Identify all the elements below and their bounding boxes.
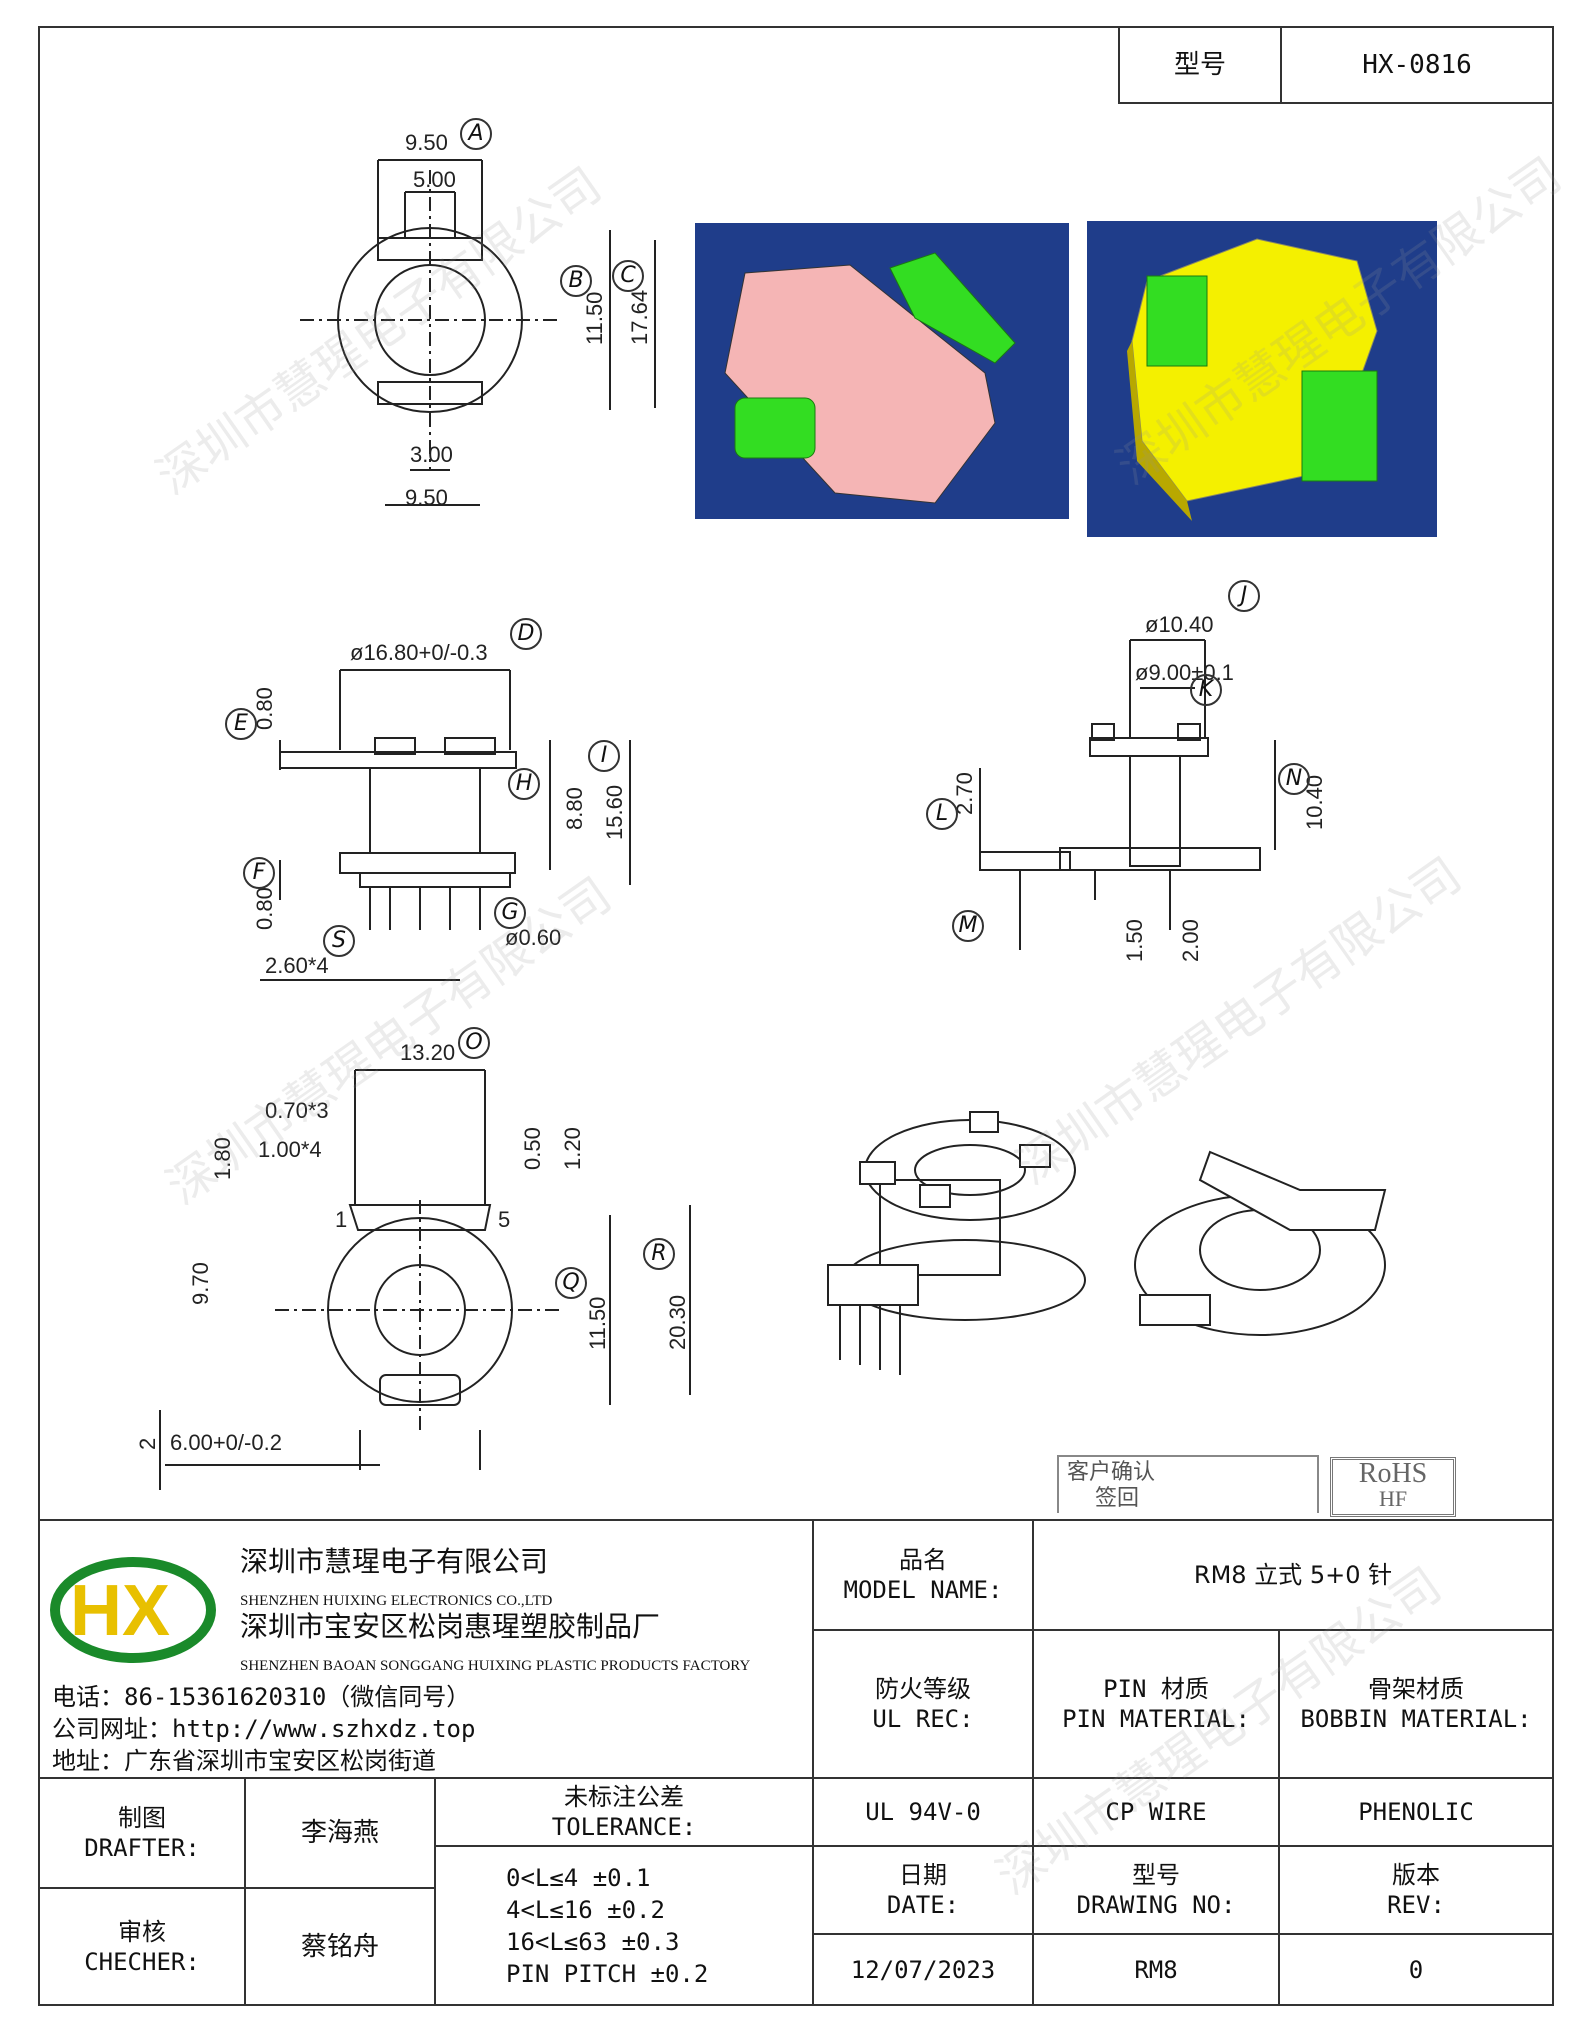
drafter-value: 李海燕 bbox=[244, 1777, 436, 1889]
company-name-cn: 深圳市慧瑆电子有限公司 bbox=[240, 1545, 549, 1578]
ul-rec-value: UL 94V-0 bbox=[812, 1777, 1034, 1847]
dim-f: 0.80 bbox=[252, 887, 277, 930]
tag-e: E bbox=[225, 708, 257, 740]
checker-value: 蔡铭舟 bbox=[244, 1887, 436, 2006]
dim-p1: 1.50 bbox=[1122, 919, 1147, 962]
factory-name-cn: 深圳市宝安区松岗惠瑆塑胶制品厂 bbox=[240, 1610, 661, 1643]
side-view-drawing: ø10.40 ø9.00±0.1 2.70 10.40 1.50 2.00 bbox=[952, 612, 1327, 962]
tag-b: B bbox=[560, 265, 592, 297]
dim-slot: 3.00 bbox=[410, 442, 453, 467]
model-name-value: RM8 立式 5+0 针 bbox=[1032, 1519, 1554, 1631]
dim-width: 6.00+0/-0.2 bbox=[170, 1430, 282, 1455]
tag-k: K bbox=[1190, 674, 1222, 706]
company-name-en: SHENZHEN HUIXING ELECTRONICS CO.,LTD bbox=[240, 1593, 553, 1609]
title-block-top-rule bbox=[38, 1519, 1554, 1521]
dim-h2: 0.50 bbox=[520, 1127, 545, 1170]
dim-h1: 1.80 bbox=[210, 1137, 235, 1180]
pin-first-label: 1 bbox=[335, 1207, 347, 1232]
company-address: 地址：广东省深圳市宝安区松岗街道 bbox=[52, 1747, 436, 1775]
dim-bot: 2 bbox=[135, 1438, 160, 1450]
dim-i: 15.60 bbox=[602, 785, 627, 840]
tag-f: F bbox=[243, 857, 275, 889]
dim-h3: 1.20 bbox=[560, 1127, 585, 1170]
tag-i: I bbox=[588, 740, 620, 772]
customer-confirm-stamp: 客户确认 签回 bbox=[1057, 1455, 1319, 1513]
tag-r: R bbox=[643, 1238, 675, 1270]
tag-q: Q bbox=[555, 1267, 587, 1299]
dim-q: 11.50 bbox=[585, 1297, 610, 1350]
dim-b: 11.50 bbox=[582, 292, 607, 345]
dim-pitch: 2.60*4 bbox=[265, 953, 329, 978]
tolerance-row: PIN PITCH ±0.2 bbox=[506, 1959, 709, 1988]
dim-r: 20.30 bbox=[665, 1295, 690, 1350]
tolerance-row: 4<L≤16 ±0.2 bbox=[506, 1895, 665, 1924]
rev-value: 0 bbox=[1278, 1933, 1554, 2006]
dim-inner: 5.00 bbox=[413, 167, 456, 192]
header-model-value: HX-0816 bbox=[1280, 26, 1554, 104]
tag-h: H bbox=[508, 768, 540, 800]
company-phone: 电话：86-15361620310（微信同号） bbox=[52, 1683, 471, 1711]
company-logo: HX bbox=[48, 1540, 218, 1670]
pin-material-value: CP WIRE bbox=[1032, 1777, 1280, 1847]
dim-j: ø10.40 bbox=[1145, 612, 1214, 637]
dim-d: ø16.80+0/-0.3 bbox=[350, 640, 488, 665]
tag-g: G bbox=[494, 897, 526, 929]
front-view-drawing: ø16.80+0/-0.3 0.80 8.80 15.60 0.80 ø0.60… bbox=[252, 640, 631, 981]
bobbin-material-value: PHENOLIC bbox=[1278, 1777, 1554, 1847]
svg-text:HX: HX bbox=[70, 1571, 170, 1651]
rohs-hf-stamp: RoHS HF bbox=[1330, 1457, 1456, 1517]
tag-c: C bbox=[612, 260, 644, 292]
dim-w2: 1.00*4 bbox=[258, 1137, 322, 1162]
tag-n: N bbox=[1278, 763, 1310, 795]
render-top-pink bbox=[695, 223, 1069, 519]
tag-o: O bbox=[458, 1027, 490, 1059]
factory-name-en: SHENZHEN BAOAN SONGGANG HUIXING PLASTIC … bbox=[240, 1658, 751, 1674]
dim-o: 13.20 bbox=[400, 1040, 455, 1065]
dim-w1: 0.70*3 bbox=[265, 1098, 329, 1123]
tag-d: D bbox=[510, 618, 542, 650]
dim-bottom: 9.50 bbox=[405, 485, 448, 510]
drawing-no-value: RM8 bbox=[1032, 1933, 1280, 2006]
pin-last-label: 5 bbox=[498, 1207, 510, 1232]
dim-g: ø0.60 bbox=[505, 925, 561, 950]
tag-s: S bbox=[323, 925, 355, 957]
dim-v1: 9.70 bbox=[188, 1262, 213, 1305]
date-value: 12/07/2023 bbox=[812, 1933, 1034, 2006]
dim-h: 8.80 bbox=[562, 787, 587, 830]
tag-a: A bbox=[460, 118, 492, 150]
header-model-label: 型号 bbox=[1118, 26, 1282, 104]
dim-p2: 2.00 bbox=[1178, 919, 1203, 962]
tolerance-list: 0<L≤4 ±0.1 4<L≤16 ±0.2 16<L≤63 ±0.3 PIN … bbox=[434, 1845, 814, 2006]
tolerance-row: 16<L≤63 ±0.3 bbox=[506, 1927, 680, 1956]
dim-a: 9.50 bbox=[405, 130, 448, 155]
bottom-view-drawing: 13.20 0.70*3 1.00*4 1.80 0.50 1.20 1 5 9… bbox=[135, 1040, 691, 1490]
top-view-drawing: 9.50 5.00 9.50 3.00 11.50 17.64 bbox=[300, 130, 656, 510]
tag-m: M bbox=[952, 910, 984, 942]
render-iso-yellow bbox=[1087, 221, 1437, 537]
dim-c: 17.64 bbox=[627, 290, 652, 345]
company-website: 公司网址：http://www.szhxdz.top bbox=[52, 1715, 476, 1743]
iso-line-drawings bbox=[827, 1111, 1387, 1375]
tolerance-row: 0<L≤4 ±0.1 bbox=[506, 1863, 651, 1892]
tag-l: L bbox=[926, 798, 958, 830]
tag-j: J bbox=[1228, 580, 1260, 612]
